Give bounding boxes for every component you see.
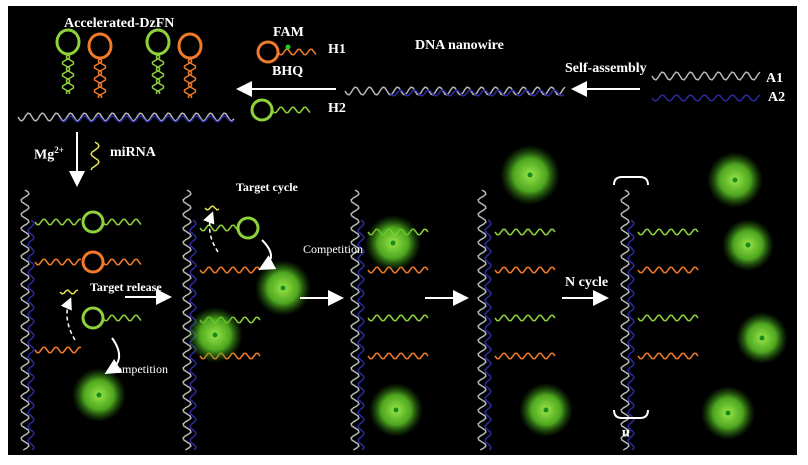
hybrid-arm <box>637 352 699 360</box>
stage1-h2-stem <box>102 218 142 226</box>
vertical-nanowire-a1 <box>620 189 630 451</box>
n-cycle-label: N cycle <box>565 275 609 290</box>
dzfn-h1-1-loop <box>87 32 113 60</box>
vertical-nanowire-a2 <box>27 219 35 451</box>
a2-label: A2 <box>768 90 786 105</box>
fam-marker <box>285 44 291 50</box>
stage1-h2-loop <box>81 210 105 234</box>
competition-label-top: Competition <box>303 242 363 256</box>
h1-label: H1 <box>328 42 346 57</box>
nanowire-a1 <box>344 86 566 96</box>
fam-dot <box>725 410 731 416</box>
competition-arrow-top <box>258 239 277 270</box>
self-assembly-label: Self-assembly <box>565 61 647 76</box>
dzfn-h1-1-stem-b <box>97 57 107 98</box>
stage1-h1-loop <box>81 250 105 274</box>
stage1-h2-stem <box>34 218 81 226</box>
fam-dot <box>96 392 102 398</box>
a1-label: A1 <box>766 71 784 86</box>
fam-dot <box>527 172 533 178</box>
dzfn-h1-2-stem-a <box>183 57 193 98</box>
stage2-h2-loop <box>236 216 260 240</box>
hybrid-arm <box>367 352 429 360</box>
vertical-nanowire-a1 <box>182 189 192 451</box>
h1-hairpin-loop <box>256 40 280 64</box>
dzfn-h2-2-stem-a <box>151 53 161 94</box>
bracket-bottom <box>613 409 649 419</box>
hybrid-arm <box>637 314 699 322</box>
released-mirna <box>59 289 79 295</box>
dzfn-h1-2-loop <box>177 32 203 60</box>
stage1-h1-stem <box>34 258 81 266</box>
hybrid-arm <box>494 228 556 236</box>
mirna-strand <box>90 141 100 171</box>
target-release-label: Target release <box>90 280 162 294</box>
fam-dot <box>745 242 751 248</box>
target-release-dashed-arrow <box>60 297 76 341</box>
fam-dot <box>390 240 396 246</box>
h2-label: H2 <box>328 101 346 116</box>
stage1-h2b-stem <box>102 314 142 322</box>
fam-dot <box>759 335 765 341</box>
dzfn-h1-2-stem-b <box>187 57 197 98</box>
dzfn-h2-1-stem-b <box>65 53 75 94</box>
vertical-nanowire-a1 <box>20 189 30 451</box>
dzfn-h2-2-loop <box>145 28 171 56</box>
hybrid-arm <box>494 266 556 274</box>
dzfn-backbone-a2 <box>59 115 235 123</box>
bracket-top <box>613 176 649 186</box>
bhq-label: BHQ <box>272 64 304 79</box>
target-cycle-label: Target cycle <box>236 180 298 194</box>
h1-hairpin-stem <box>277 48 317 56</box>
stage1-h1-stem <box>102 258 142 266</box>
competition-arrow-bottom <box>104 337 123 375</box>
diagram-title: Accelerated-DzFN <box>64 16 175 31</box>
stage1-h1b <box>34 346 81 354</box>
fam-dot <box>543 407 549 413</box>
stage2-h2 <box>199 224 239 232</box>
repeat-n-label: n <box>622 426 630 441</box>
target-cycle-dashed-arrow <box>203 211 219 253</box>
stage1-h2b-loop <box>81 306 105 330</box>
dzfn-backbone-a1 <box>17 112 235 122</box>
vertical-nanowire-a2 <box>357 219 365 451</box>
dzfn-h2-1-stem-a <box>61 53 71 94</box>
fam-dot <box>732 177 738 183</box>
hybrid-arm <box>494 314 556 322</box>
vertical-nanowire-a2 <box>627 219 635 451</box>
nanowire-a2 <box>389 89 565 97</box>
vertical-nanowire-a1 <box>477 189 487 451</box>
dna-nanowire-label: DNA nanowire <box>415 38 504 53</box>
dzfn-h2-2-stem-b <box>155 53 165 94</box>
a1-strand <box>651 71 761 81</box>
hybrid-arm <box>637 228 699 236</box>
h2-hairpin-stem <box>271 106 311 114</box>
competition-label-bottom: Competition <box>108 362 168 376</box>
fam-label: FAM <box>273 25 304 40</box>
cycling-mirna <box>204 205 220 211</box>
hybrid-arm <box>494 352 556 360</box>
h2-hairpin-loop <box>250 98 274 122</box>
fam-dot <box>393 407 399 413</box>
mg-label: Mg2+ <box>34 145 64 163</box>
hybrid-arm <box>367 314 429 322</box>
stage2-h1 <box>199 266 261 274</box>
a2-strand <box>651 94 761 102</box>
fam-dot <box>212 332 218 338</box>
mirna-label: miRNA <box>110 145 156 160</box>
vertical-nanowire-a1 <box>350 189 360 451</box>
dzfn-h2-1-loop <box>55 28 81 56</box>
hybrid-arm <box>637 266 699 274</box>
dzfn-h1-1-stem-a <box>93 57 103 98</box>
fam-dot <box>280 285 286 291</box>
vertical-nanowire-a2 <box>484 219 492 451</box>
